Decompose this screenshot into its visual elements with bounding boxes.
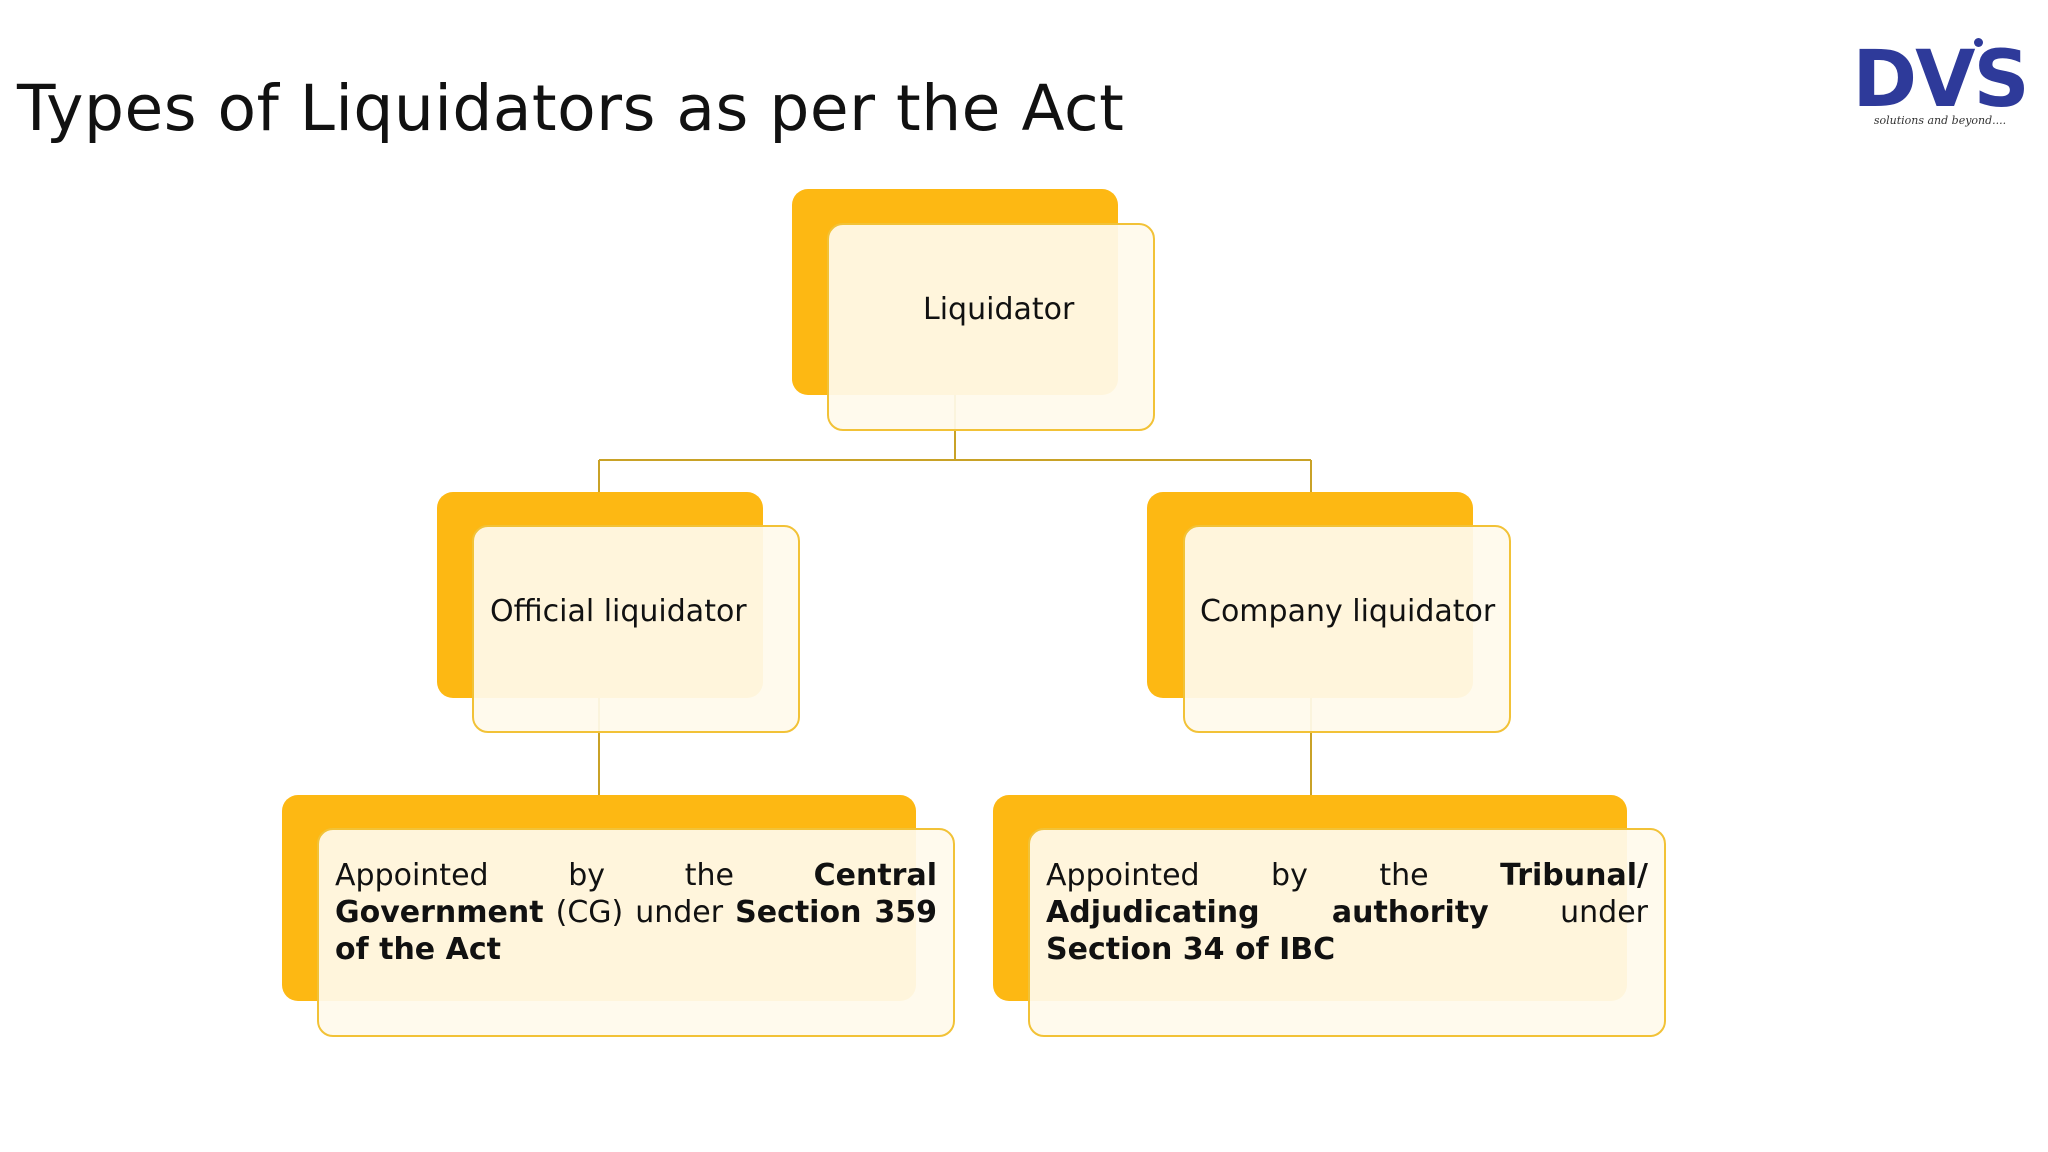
company-liquidator-label: Company liquidator [1200,593,1496,629]
official-desc-bold-section: Section 359 of the Act [335,895,937,967]
official-liquidator-node: Official liquidator [472,525,800,733]
official-desc-bold-authority: Central Government [335,858,937,930]
root-node: Liquidator [827,223,1155,431]
company-desc-node: Appointed by the Tribunal/ Adjudicating … [1028,828,1666,1037]
dvs-logo: DVS solutions and beyond.... [1842,38,2038,138]
slide-title: Types of Liquidators as per the Act [17,72,1125,145]
logo-text: DVS [1852,35,2029,125]
company-liquidator-node: Company liquidator [1183,525,1511,733]
official-desc-node: Appointed by the Central Government (CG)… [317,828,955,1037]
official-liquidator-label: Official liquidator [490,593,747,629]
logo-tagline: solutions and beyond.... [1873,114,2007,127]
company-desc-bold-section: Section 34 of IBC [1046,932,1336,967]
company-desc-bold-authority: Tribunal/ Adjudicating authority [1046,858,1648,930]
logo-dot-icon [1974,38,1983,47]
root-node-label: Liquidator [923,291,1075,327]
official-desc-text: Appointed by the Central Government (CG)… [335,858,937,967]
company-desc-text: Appointed by the Tribunal/ Adjudicating … [1046,858,1648,967]
